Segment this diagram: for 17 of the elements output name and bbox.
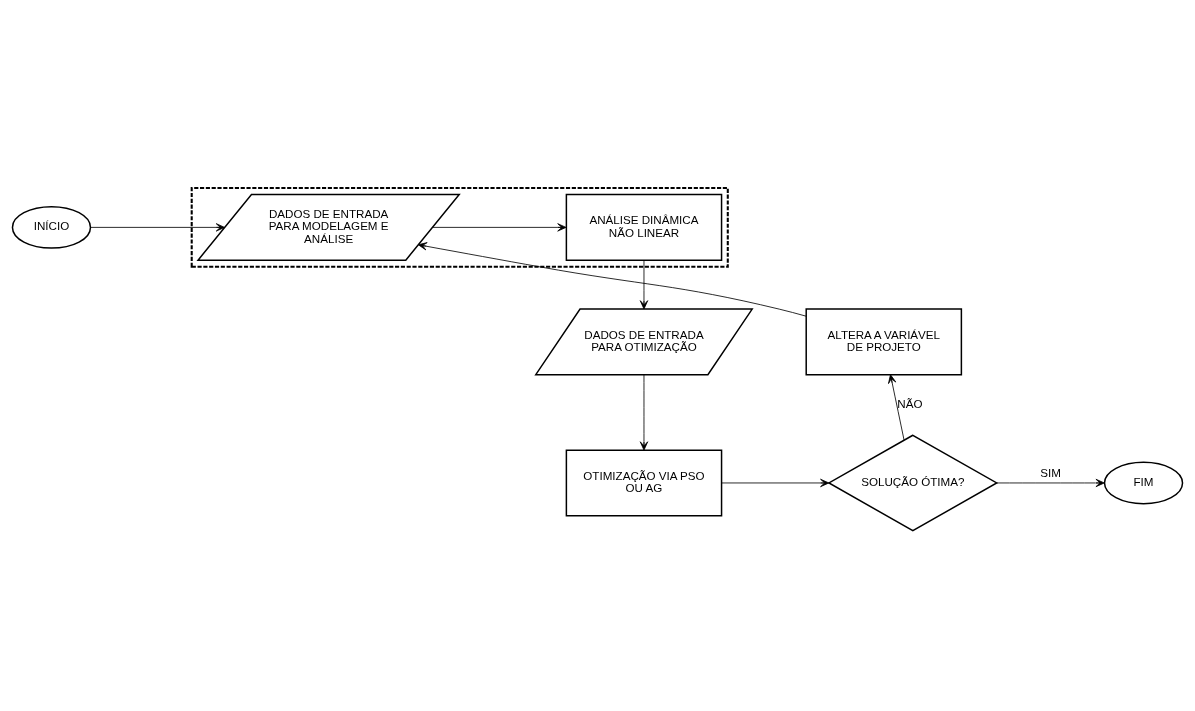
node-ellipse: FIM bbox=[1103, 460, 1184, 504]
arrow bbox=[639, 259, 649, 309]
edge-label: NÃO bbox=[897, 396, 923, 410]
node-ellipse: INÍCIO bbox=[11, 205, 92, 249]
node-box: ANÁLISE DINÂMICA NÃO LINEAR bbox=[565, 193, 723, 261]
arrow bbox=[90, 222, 225, 232]
node-box: OTIMIZAÇÃO VIA PSO OU AG bbox=[565, 448, 723, 516]
node-diamond: SOLUÇÃO ÓTIMA? bbox=[827, 433, 999, 532]
arrow bbox=[721, 478, 830, 487]
arrow bbox=[417, 241, 807, 317]
arrow bbox=[639, 373, 649, 450]
cluster bbox=[190, 186, 729, 268]
node-box: ALTERA A VARIÁVEL DE PROJETO bbox=[805, 307, 963, 375]
arrow bbox=[996, 478, 1105, 487]
arrow bbox=[888, 373, 905, 440]
edge-label: SIM bbox=[1040, 465, 1061, 479]
arrow bbox=[432, 222, 567, 232]
